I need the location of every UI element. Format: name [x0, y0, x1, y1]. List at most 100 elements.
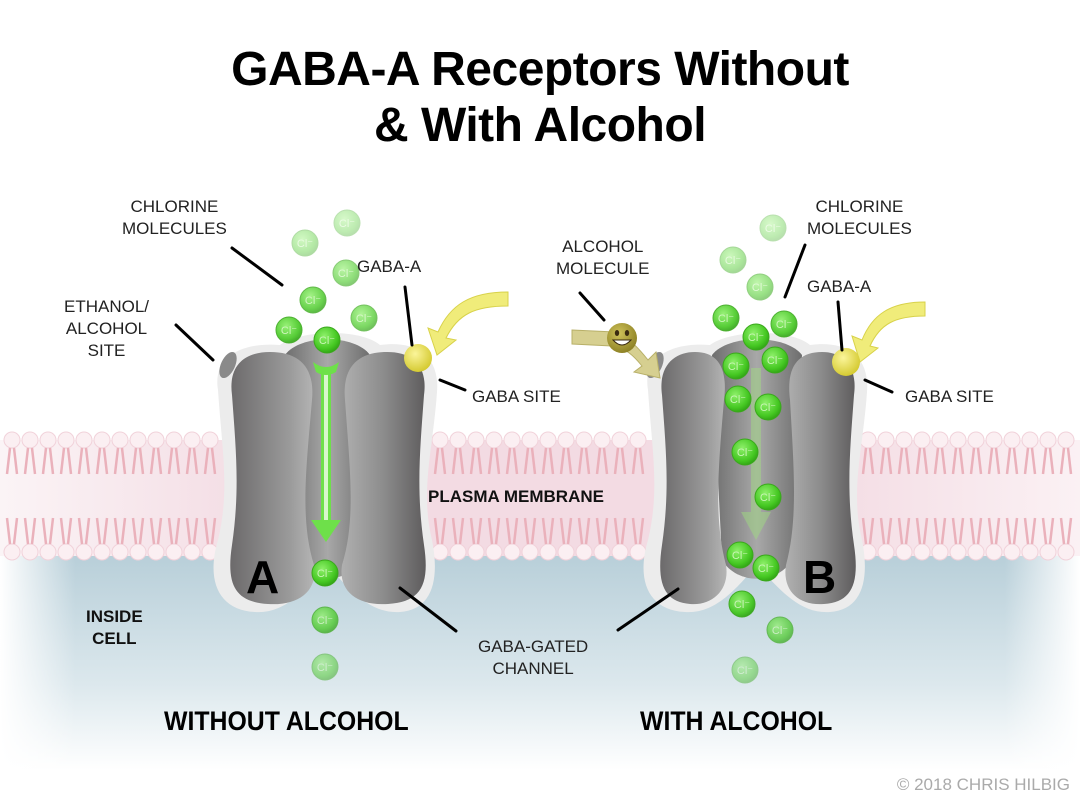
chloride-ion: Cl⁻ — [719, 246, 747, 274]
lipid-head — [3, 543, 21, 561]
chloride-symbol: Cl⁻ — [725, 255, 741, 267]
label-gaba-a-left: GABA-A — [357, 257, 422, 276]
label-line: GABA-GATED — [478, 637, 589, 656]
leader-chlorine-a — [230, 246, 284, 287]
lipid-tail — [505, 517, 519, 545]
lipid-tail — [1005, 517, 1019, 545]
chloride-symbol: Cl⁻ — [319, 335, 335, 347]
lipid-tail — [987, 517, 1001, 545]
chloride-symbol: Cl⁻ — [776, 319, 792, 331]
lipid-tail — [951, 447, 965, 475]
lipid-tail — [469, 517, 483, 545]
lipid-tail — [933, 447, 947, 475]
lipid-tail — [1023, 447, 1037, 475]
chloride-symbol: Cl⁻ — [317, 662, 333, 674]
lipid-head — [129, 543, 147, 561]
title-line-2: & With Alcohol — [373, 99, 707, 152]
label-line: CHLORINE — [815, 197, 904, 216]
lipid-tail — [203, 447, 217, 475]
chloride-ion: Cl⁻ — [754, 393, 782, 421]
label-line: CHLORINE — [130, 197, 219, 216]
lipid-head — [129, 431, 147, 449]
lipid-head — [557, 431, 575, 449]
lipid-head — [183, 543, 201, 561]
chloride-ion: Cl⁻ — [311, 559, 339, 587]
lipid-tail — [969, 517, 983, 545]
lipid-head — [521, 543, 539, 561]
chloride-symbol: Cl⁻ — [297, 238, 313, 250]
lipid-tail — [879, 517, 893, 545]
lipid-tail — [1041, 517, 1055, 545]
lipid-tail — [523, 447, 537, 475]
lipid-head — [985, 431, 1003, 449]
chloride-ion: Cl⁻ — [731, 438, 759, 466]
chloride-symbol: Cl⁻ — [338, 268, 354, 280]
lipid-head — [593, 543, 611, 561]
chloride-ion: Cl⁻ — [726, 541, 754, 569]
label-gaba-a-right: GABA-A — [807, 277, 872, 296]
chloride-ion: Cl⁻ — [759, 214, 787, 242]
lipid-head — [75, 543, 93, 561]
lipid-tail — [969, 447, 983, 475]
chloride-symbol: Cl⁻ — [730, 394, 746, 406]
chloride-ion: Cl⁻ — [712, 304, 740, 332]
flow-arrow-a — [311, 362, 341, 542]
lipid-head — [877, 431, 895, 449]
label-line: CHANNEL — [492, 659, 574, 678]
label-line: ALCOHOL — [562, 237, 644, 256]
lipid-head — [39, 431, 57, 449]
panel-letter-a: A — [246, 551, 280, 603]
chloride-ion: Cl⁻ — [311, 606, 339, 634]
lipid-head — [895, 543, 913, 561]
lipid-tail — [113, 447, 127, 475]
chloride-symbol: Cl⁻ — [760, 402, 776, 414]
lipid-head — [1003, 543, 1021, 561]
lipid-tail — [23, 517, 37, 545]
label-alcohol-molecule: ALCOHOL MOLECULE — [556, 236, 650, 280]
lipid-tail — [203, 517, 217, 545]
lipid-tail — [433, 447, 447, 475]
lipid-tail — [541, 517, 555, 545]
chloride-symbol: Cl⁻ — [356, 313, 372, 325]
lipid-tail — [595, 517, 609, 545]
gaba-arrow-b — [851, 301, 926, 363]
chloride-ion: Cl⁻ — [746, 273, 774, 301]
title-line-1: GABA-A Receptors Without — [231, 43, 849, 96]
chloride-symbol: Cl⁻ — [732, 550, 748, 562]
chloride-ion: Cl⁻ — [299, 286, 327, 314]
channel-a — [213, 291, 509, 613]
lipid-head — [1039, 431, 1057, 449]
chloride-ion: Cl⁻ — [311, 653, 339, 681]
gaba-molecule-b — [832, 348, 860, 376]
lipid-head — [449, 431, 467, 449]
label-line: ETHANOL/ — [64, 297, 150, 316]
label-gaba-site-left: GABA SITE — [472, 387, 561, 406]
leader-alcohol-molecule — [578, 291, 606, 322]
chloride-symbol: Cl⁻ — [737, 447, 753, 459]
lipid-tail — [595, 447, 609, 475]
channel-b-left-lobe — [660, 352, 727, 605]
lipid-tail — [897, 447, 911, 475]
leader-gaba-site-right — [863, 378, 894, 394]
lipid-tail — [41, 447, 55, 475]
lipid-tail — [631, 517, 645, 545]
lipid-tail — [933, 517, 947, 545]
lipid-head — [575, 431, 593, 449]
lipid-head — [39, 543, 57, 561]
lipid-tail — [577, 447, 591, 475]
chloride-ion: Cl⁻ — [291, 229, 319, 257]
lipid-head — [611, 543, 629, 561]
lipid-head — [1021, 543, 1039, 561]
lipid-tail — [987, 447, 1001, 475]
lipid-tail — [433, 517, 447, 545]
lipid-head — [165, 431, 183, 449]
lipid-tail — [1059, 447, 1073, 475]
lipid-tail — [1005, 447, 1019, 475]
lipid-head — [575, 543, 593, 561]
lipid-tail — [77, 447, 91, 475]
lipid-tail — [95, 517, 109, 545]
alcohol-molecule-smiley — [607, 323, 637, 353]
lipid-tail — [167, 447, 181, 475]
lipid-tail — [915, 517, 929, 545]
lipid-tail — [1023, 517, 1037, 545]
